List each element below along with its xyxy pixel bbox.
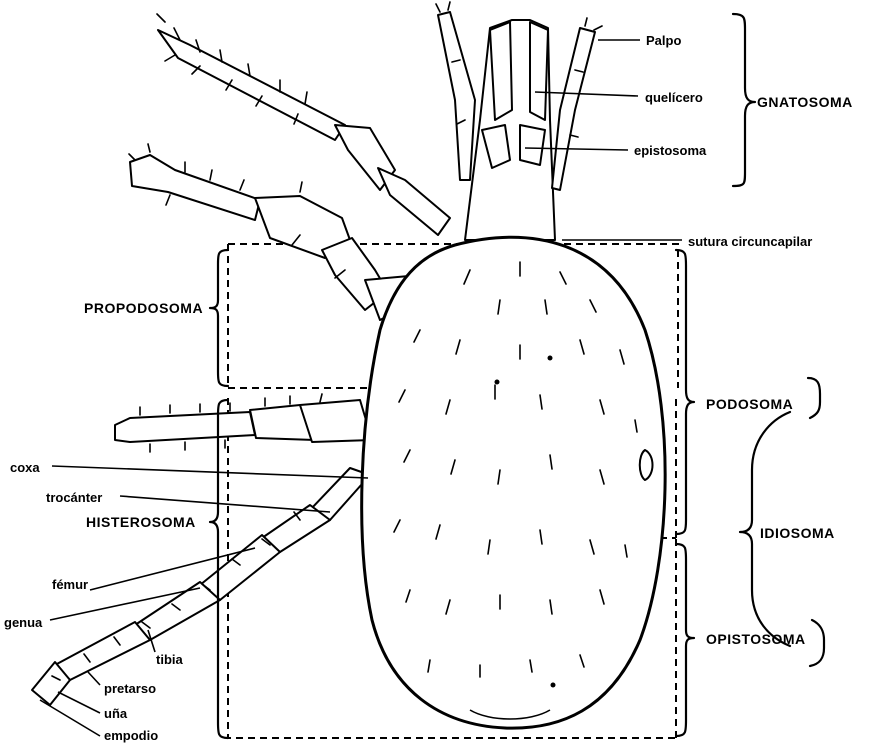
podosoma-brace-right [808, 378, 820, 418]
label-palpo-text: Palpo [646, 33, 681, 48]
region-propodosoma: PROPODOSOMA [84, 250, 228, 386]
body-outline [362, 237, 665, 728]
histerosoma-label: HISTEROSOMA [86, 514, 196, 530]
gnatosoma-label: GNATOSOMA [757, 94, 853, 110]
epistome-right [520, 125, 545, 165]
label-tibia-text: tibia [156, 652, 183, 667]
label-epistosoma-text: epistosoma [634, 143, 707, 158]
label-palpo: Palpo [598, 33, 681, 48]
label-sutura: sutura circuncapilar [562, 234, 812, 249]
label-pretarso: pretarso [88, 672, 156, 696]
palp-right [552, 28, 595, 190]
label-genua-text: genua [4, 615, 43, 630]
idiosoma-body [362, 237, 665, 728]
propodosoma-label: PROPODOSOMA [84, 300, 203, 316]
gnatosoma-brace [733, 14, 755, 186]
label-empodio-text: empodio [104, 728, 158, 743]
label-trocanter-text: trocánter [46, 490, 102, 505]
label-quelicero: quelícero [535, 90, 703, 105]
leg-3 [115, 394, 372, 452]
chelicera-left [490, 22, 512, 120]
region-opistosoma: OPISTOSOMA [676, 544, 824, 736]
label-una-text: uña [104, 706, 128, 721]
palp-left [438, 12, 475, 180]
podosoma-label: PODOSOMA [706, 396, 793, 412]
label-quelicero-text: quelícero [645, 90, 703, 105]
chelicera-right [530, 22, 548, 120]
label-pretarso-text: pretarso [104, 681, 156, 696]
idiosoma-label: IDIOSOMA [760, 525, 835, 541]
label-coxa-text: coxa [10, 460, 40, 475]
label-trocanter: trocánter [46, 490, 330, 512]
opistosoma-brace-left [676, 544, 694, 736]
propodosoma-brace [210, 250, 228, 386]
region-gnatosoma: GNATOSOMA [733, 14, 853, 186]
opistosoma-label: OPISTOSOMA [706, 631, 806, 647]
label-sutura-text: sutura circuncapilar [688, 234, 812, 249]
region-idiosoma: IDIOSOMA [740, 412, 835, 646]
opistosoma-brace-right [810, 620, 824, 666]
label-coxa: coxa [10, 460, 368, 478]
gnathosoma-structure [436, 2, 602, 240]
label-femur-text: fémur [52, 577, 88, 592]
region-podosoma: PODOSOMA [676, 250, 820, 534]
label-empodio: empodio [40, 700, 158, 743]
